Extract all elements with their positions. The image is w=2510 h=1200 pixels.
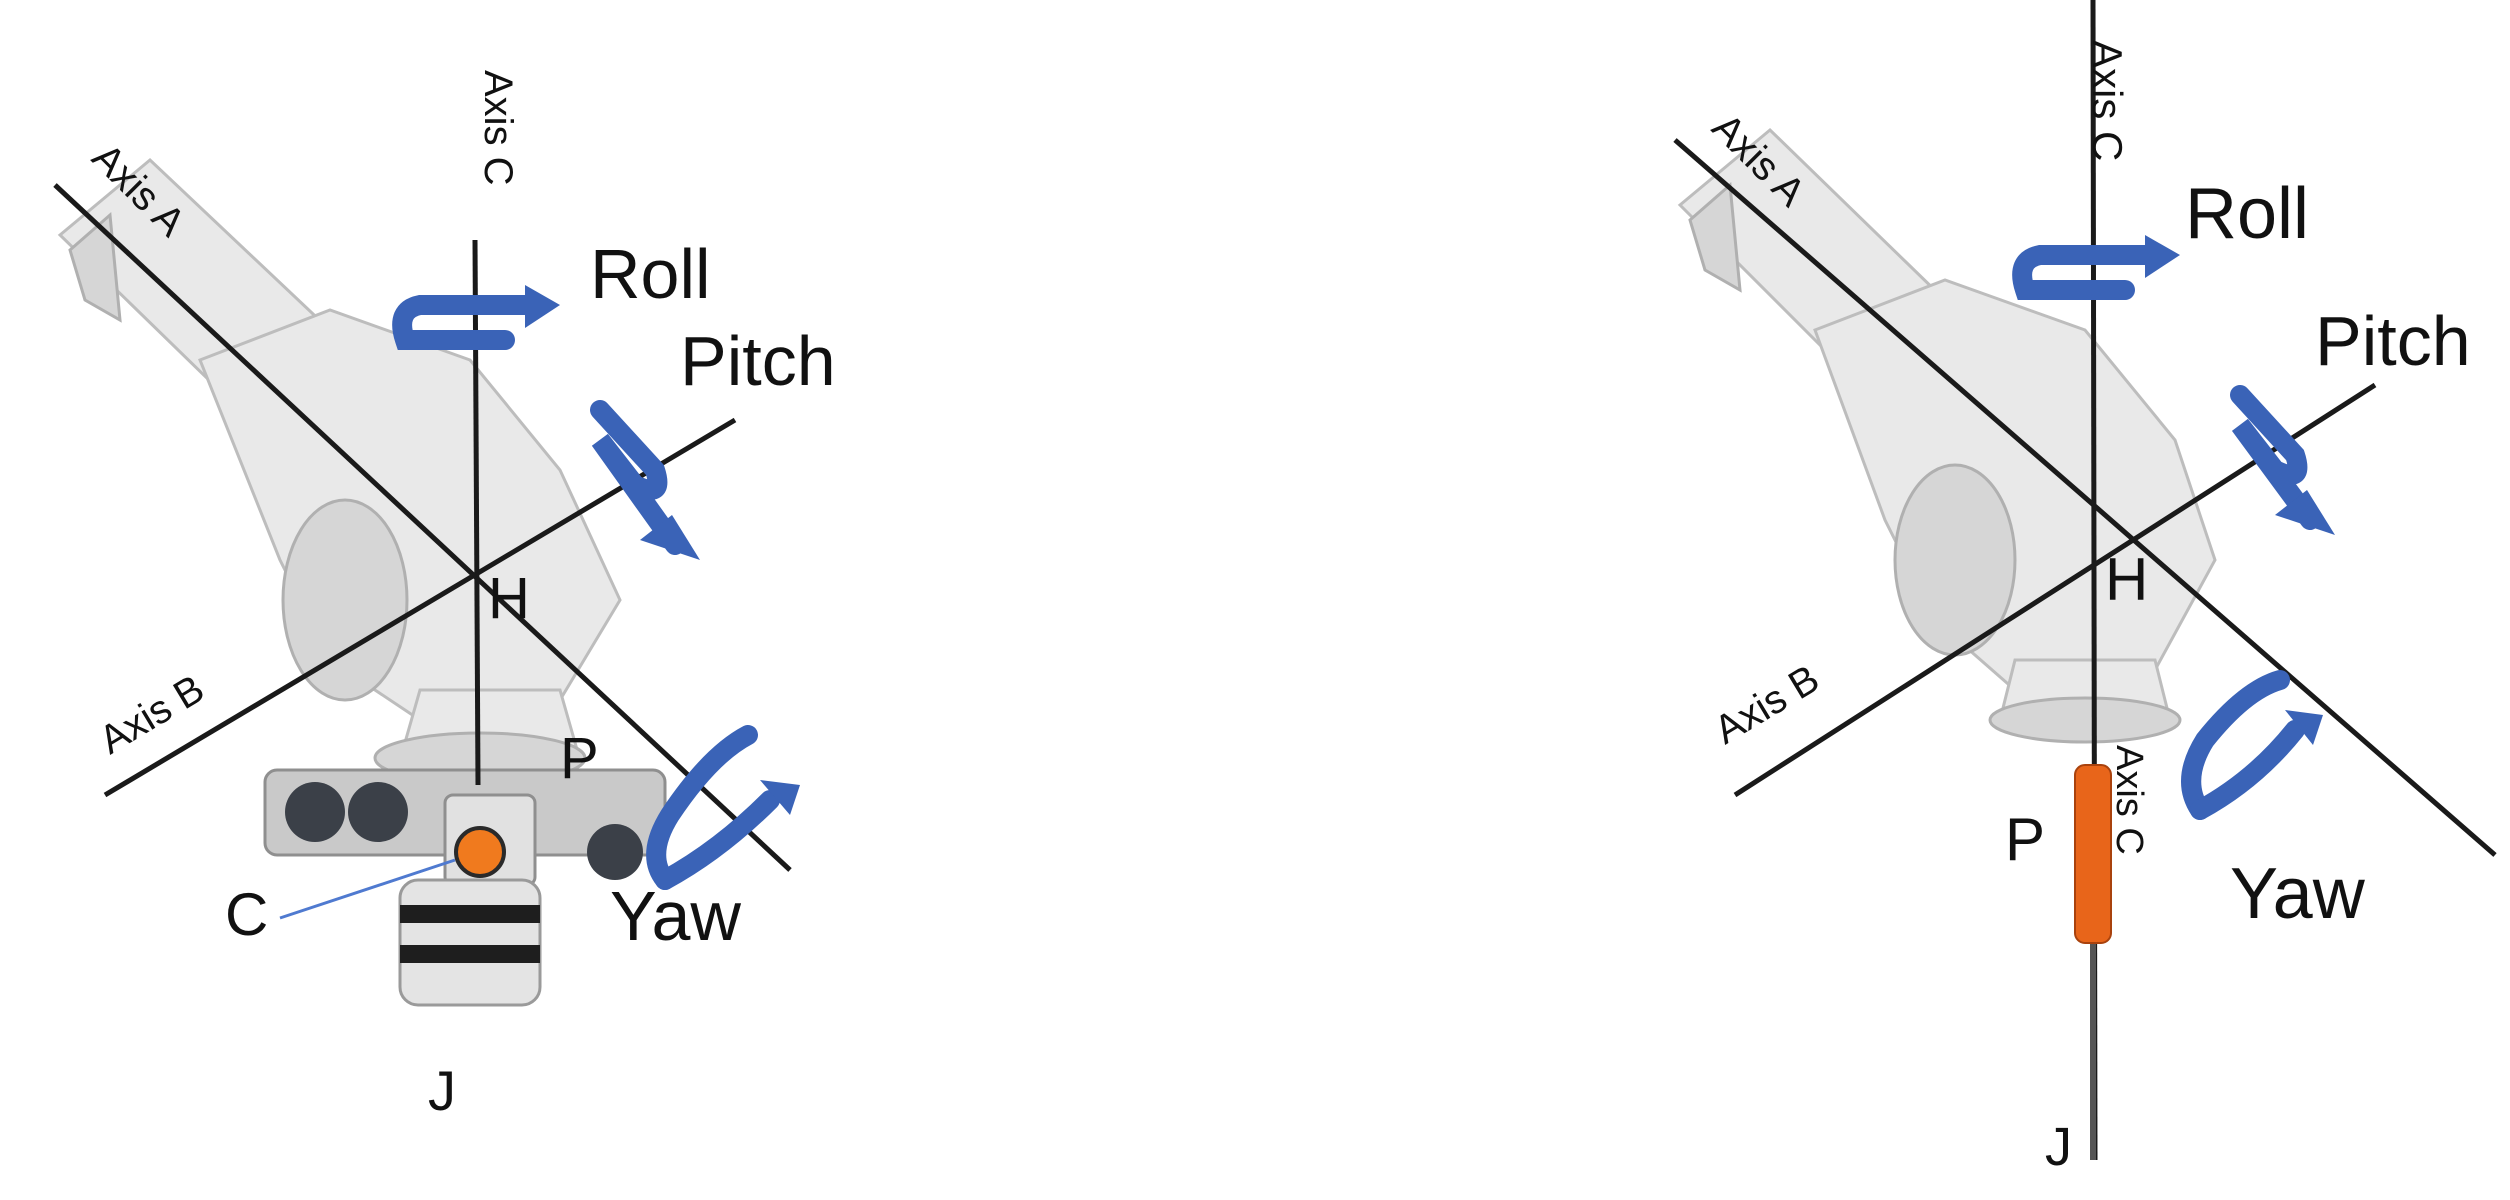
tool-shaft <box>2090 940 2096 1160</box>
camera-center-marker <box>456 828 504 876</box>
point-h-label: H <box>488 566 530 631</box>
robot-arm-left <box>60 160 620 783</box>
point-p-label: P <box>2005 806 2045 873</box>
point-p-label: P <box>560 726 599 791</box>
axis-c-line <box>475 240 478 785</box>
point-j-label: J <box>428 1059 456 1122</box>
right-diagram-svg: Axis C Axis A Axis B Axis C Roll Pitch Y… <box>1255 0 2510 1200</box>
camera-lens-1 <box>285 782 345 842</box>
axis-b-label: Axis B <box>92 667 212 763</box>
yaw-label: Yaw <box>2230 854 2366 934</box>
camera-lens-3 <box>587 824 643 880</box>
yaw-arrow-icon <box>2191 680 2323 810</box>
roll-label: Roll <box>590 235 711 313</box>
point-c-label: C <box>225 881 268 948</box>
roll-label: Roll <box>2185 174 2309 254</box>
robot-arm-right <box>1680 130 2215 742</box>
left-diagram: Axis C Axis A Axis B Roll Pitch Yaw H P … <box>0 0 1255 1200</box>
axis-c-label: Axis C <box>476 70 520 186</box>
left-diagram-svg: Axis C Axis A Axis B Roll Pitch Yaw H P … <box>0 0 1255 1200</box>
pitch-label: Pitch <box>680 322 836 400</box>
camera-lower-body <box>400 880 540 1005</box>
axis-b-label: Axis B <box>1707 657 1827 753</box>
roll-arrow-icon <box>2022 235 2180 290</box>
axis-c-label: Axis C <box>2084 40 2131 161</box>
point-j-label: J <box>2045 1117 2072 1177</box>
point-h-label: H <box>2105 546 2148 613</box>
camera-tool <box>265 770 665 1005</box>
roll-arrow-icon <box>402 285 560 340</box>
pitch-arrow-icon <box>600 410 700 560</box>
pitch-label: Pitch <box>2315 302 2471 380</box>
screwdriver-tool <box>2075 765 2111 1160</box>
axis-c-tool-label: Axis C <box>2108 745 2150 855</box>
yaw-label: Yaw <box>610 877 741 955</box>
right-diagram: Axis C Axis A Axis B Axis C Roll Pitch Y… <box>1255 0 2510 1200</box>
camera-band-1 <box>400 905 540 923</box>
tool-handle <box>2075 765 2111 943</box>
camera-band-2 <box>400 945 540 963</box>
camera-lens-2 <box>348 782 408 842</box>
